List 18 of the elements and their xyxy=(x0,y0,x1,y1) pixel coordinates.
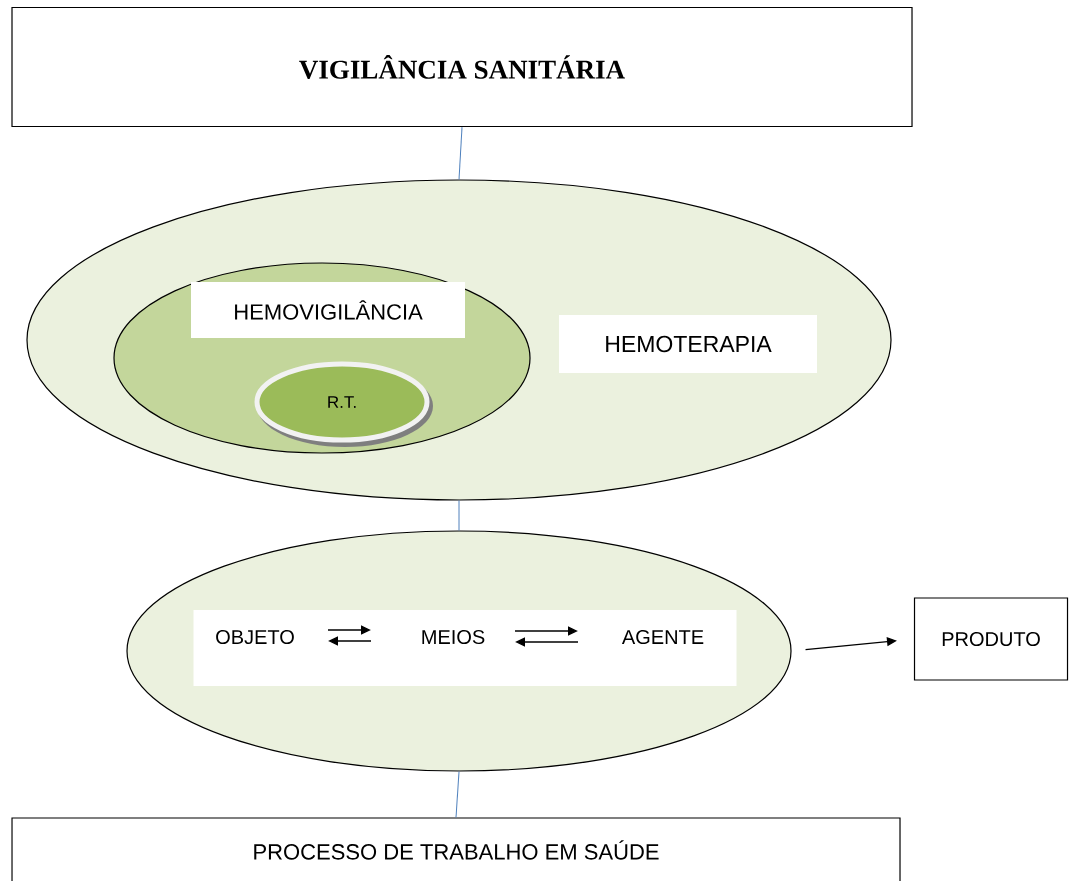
text-label: HEMOVIGILÂNCIA xyxy=(191,282,465,338)
label-panel xyxy=(193,610,737,686)
text-label: OBJETO xyxy=(216,629,294,645)
arrow xyxy=(328,636,372,646)
connector-line xyxy=(458,126,463,180)
arrow xyxy=(804,637,897,651)
connector-line xyxy=(458,500,460,531)
arrow xyxy=(327,625,371,635)
arrow xyxy=(515,637,579,647)
text-label: AGENTE xyxy=(621,629,704,645)
process-box: PROCESSO DE TRABALHO EM SAÚDE xyxy=(11,817,901,881)
process-box: PRODUTO xyxy=(913,597,1069,681)
text-label: R.T. xyxy=(328,396,356,408)
process-box: VIGILÂNCIA SANITÁRIA xyxy=(11,6,913,128)
text-label: MEIOS xyxy=(422,629,485,645)
text-label: HEMOTERAPIA xyxy=(559,315,817,373)
connector-line xyxy=(455,771,460,818)
arrow xyxy=(514,626,578,636)
